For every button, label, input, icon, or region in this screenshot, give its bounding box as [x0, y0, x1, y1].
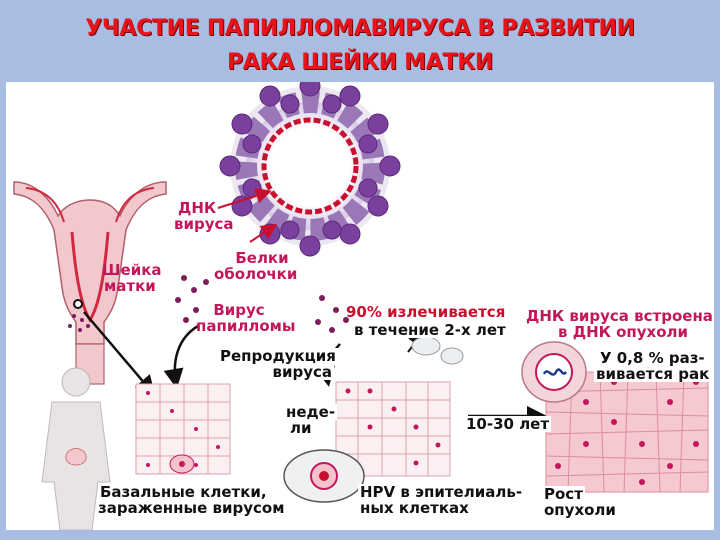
tumor-cell-integrated-dna: [521, 341, 587, 403]
label-papilloma-2: папилломы: [196, 317, 296, 335]
label-reproduction-2: вируса: [218, 364, 334, 380]
hpv-diagram-illustration: [13, 82, 709, 530]
label-cervix-2: матки: [104, 277, 156, 295]
label-reproduction-1: Репродукция: [218, 347, 338, 365]
label-dna-virus-1: ДНК: [178, 199, 217, 217]
woman-silhouette: [41, 367, 111, 530]
infected-cell-zoom: [283, 449, 365, 503]
label-basal-1: Базальные клетки,: [98, 483, 269, 501]
label-epithelial-1: HPV в эпителиаль-: [358, 483, 525, 501]
label-papilloma-1: Вирус: [213, 301, 265, 319]
label-capsid-1: Белки: [235, 249, 289, 267]
label-weeks-2: ли: [288, 419, 314, 437]
label-capsid-2: оболочки: [214, 265, 298, 283]
label-weeks-1: неде-: [284, 403, 338, 421]
label-dna-virus-2: вируса: [174, 215, 234, 233]
label-tumor-2: опухоли: [542, 501, 618, 519]
label-cure-2: в течение 2-х лет: [352, 321, 508, 339]
slide-title-line-2: РАКА ШЕЙКИ МАТКИ: [226, 50, 493, 75]
uterus-illustration: [13, 181, 167, 385]
label-integrated-1: ДНК вируса встроена: [526, 307, 713, 325]
label-years: 10-30 лет: [464, 415, 552, 433]
label-tumor-1: Рост: [542, 485, 585, 503]
label-cancer-1: У 0,8 % раз-: [598, 349, 707, 367]
virus-particle: [219, 82, 401, 257]
diagram-panel: ДНК вируса Белки оболочки Шейка матки Ви…: [6, 82, 714, 530]
label-cure-1: 90% излечивается: [346, 303, 506, 321]
label-cervix-1: Шейка: [102, 261, 162, 279]
slide-title-line-1: УЧАСТИЕ ПАПИЛЛОМАВИРУСА В РАЗВИТИИ: [85, 16, 635, 41]
label-cancer-2: вивается рак: [594, 365, 712, 383]
epithelium-basal: [135, 383, 231, 475]
label-integrated-2: в ДНК опухоли: [558, 323, 689, 341]
label-epithelial-2: ных клетках: [358, 499, 471, 517]
label-basal-2: зараженные вирусом: [96, 499, 287, 517]
